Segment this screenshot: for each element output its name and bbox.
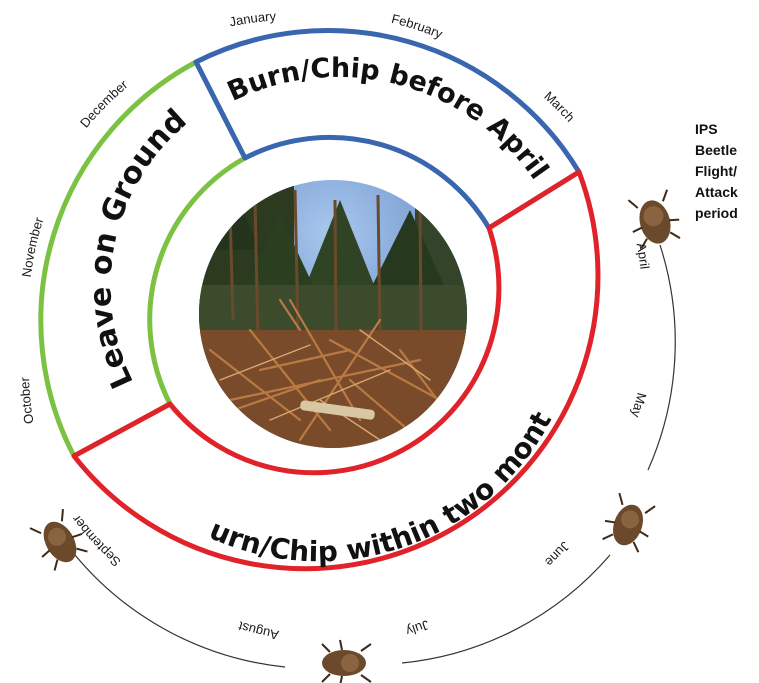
beetle-icon-june [599,492,659,554]
beetle-icon-july [322,640,371,683]
ips-note-line: Attack [695,182,757,203]
month-label-may: May [628,391,649,419]
month-label-january: January [228,8,277,29]
month-label-april: April [634,242,653,270]
ips-note-line: Beetle [695,140,757,161]
slash-pile-photo [199,180,467,448]
ips-note-line: Flight/ [695,161,757,182]
month-label-november: November [19,215,47,278]
beetle-icon-april [625,189,684,250]
ips-note-line: IPS [695,119,757,140]
month-label-march: March [541,88,577,124]
ips-note-line: period [695,203,757,224]
month-label-june: June [542,539,573,570]
month-label-july: July [404,617,431,639]
month-label-august: August [236,618,280,642]
month-label-september: September [68,512,123,570]
ips-beetle-note: IPS Beetle Flight/ Attack period [695,119,757,224]
month-label-october: October [17,376,37,425]
